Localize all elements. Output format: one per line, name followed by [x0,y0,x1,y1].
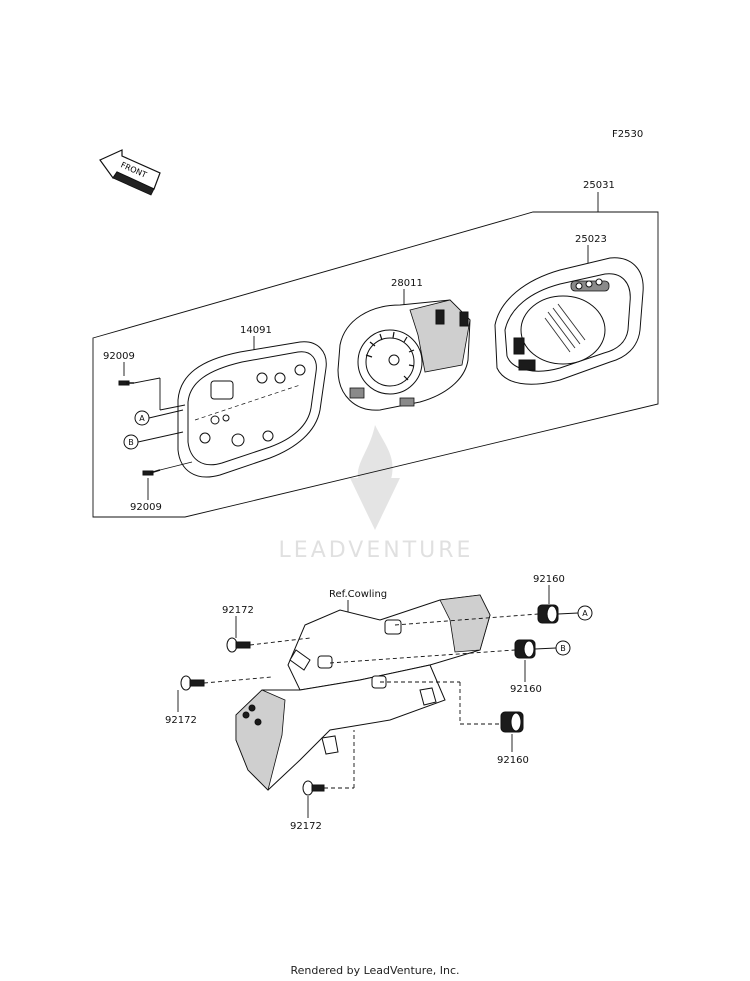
flame-logo-icon [357,425,393,520]
part-number-92160-b: 92160 [510,684,542,695]
part-number-25023: 25023 [575,234,607,245]
callout-a-top: A [134,410,150,426]
part-number-92172-upper: 92172 [222,605,254,616]
grommet-a-icon [537,604,559,624]
part-number-92009-top: 92009 [103,351,135,362]
svg-text:A: A [582,609,588,618]
meter-unit [337,299,471,411]
grommet-b-icon [514,639,536,659]
part-number-92009-bottom: 92009 [130,502,162,513]
part-number-92172-left: 92172 [165,715,197,726]
screw-top-icon [118,380,134,386]
callout-b-bottom: B [555,640,571,656]
callout-b-top: B [123,434,139,450]
part-number-14091: 14091 [240,325,272,336]
svg-text:B: B [560,644,566,653]
part-number-92160-lower: 92160 [497,755,529,766]
watermark-text: LEADVENTURE [279,538,474,563]
svg-text:A: A [139,414,145,423]
bolt-left-icon [180,675,205,691]
bolt-upper-icon [226,637,251,653]
part-number-25031: 25031 [583,180,615,191]
ref-cowling-label: Ref.Cowling [329,589,387,600]
figure-code: F2530 [612,129,643,140]
leadventure-watermark: LEADVENTURE [279,425,474,563]
part-number-28011: 28011 [391,278,423,289]
bolt-bottom-icon [302,780,325,796]
grommet-lower-icon [500,711,524,733]
meter-case-lower [177,341,327,478]
screw-bottom-icon [142,469,161,476]
meter-case-upper [494,257,644,385]
meter-bracket [235,594,491,791]
front-arrow-icon: FRONT [99,149,161,196]
svg-text:B: B [128,438,134,447]
callout-a-bottom: A [577,605,593,621]
footer-credit: Rendered by LeadVenture, Inc. [290,964,460,977]
part-number-92160-a: 92160 [533,574,565,585]
part-number-92172-bottom: 92172 [290,821,322,832]
assembly-outline [92,211,659,518]
